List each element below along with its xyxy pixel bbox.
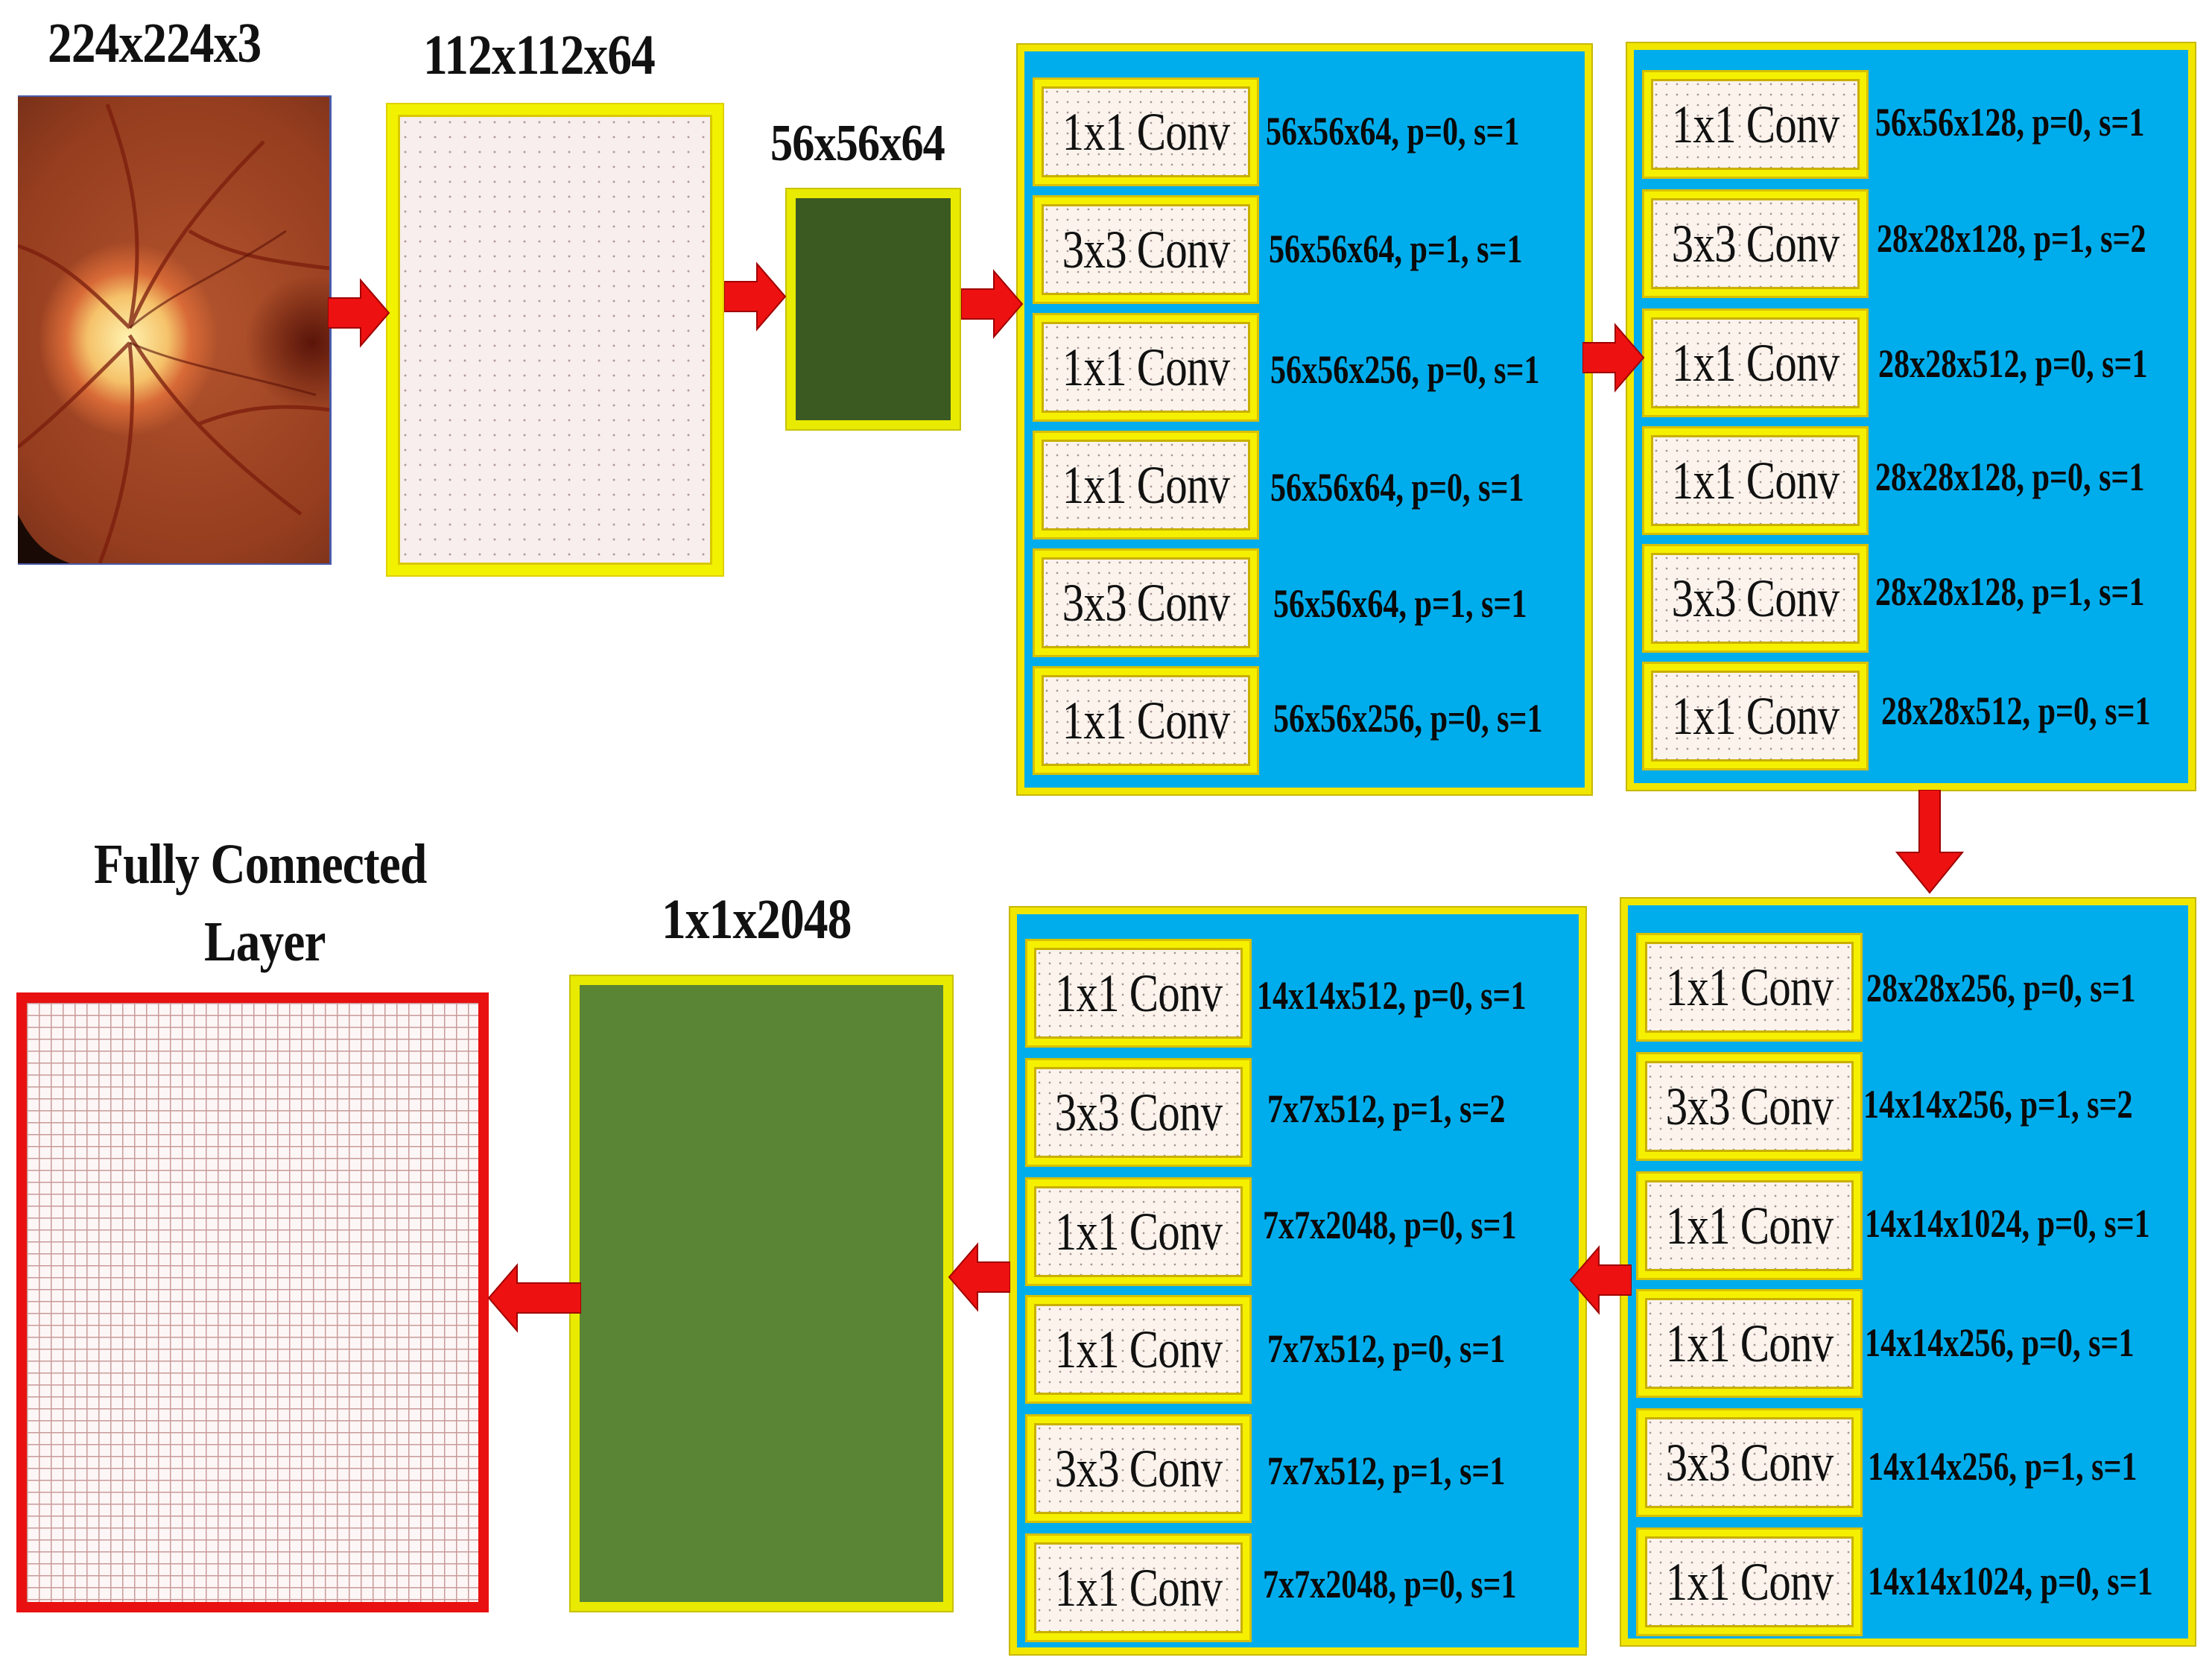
stage3-conv-3: 1x1 Conv (1638, 1174, 1860, 1278)
stage2-params-5: 28x28x128, p=1, s=1 (1875, 569, 2145, 614)
stage2-conv-4: 1x1 Conv (1644, 428, 1866, 533)
stage2-conv-5: 3x3 Conv (1644, 546, 1866, 650)
stage3-conv-4: 1x1 Conv (1638, 1291, 1860, 1396)
stage2-params-1: 56x56x128, p=0, s=1 (1875, 100, 2145, 145)
arrow-right-icon (961, 269, 1024, 339)
stage3-conv-6: 1x1 Conv (1638, 1530, 1860, 1634)
arrow-down-icon (1895, 790, 1965, 894)
stage2-panel: 1x1 Conv 56x56x128, p=0, s=1 3x3 Conv 28… (1627, 43, 2195, 790)
stage3-params-1: 28x28x256, p=0, s=1 (1866, 966, 2136, 1010)
stage1-conv-3: 1x1 Conv (1035, 315, 1257, 419)
final-size-label: 1x1x2048 (662, 888, 852, 951)
stage3-conv-1: 1x1 Conv (1638, 935, 1860, 1039)
stage4-conv-5: 3x3 Conv (1027, 1416, 1249, 1521)
input-size-label: 224x224x3 (48, 12, 262, 75)
stage3-panel: 1x1 Conv 28x28x256, p=0, s=1 3x3 Conv 14… (1621, 899, 2195, 1645)
stage3-conv-2: 3x3 Conv (1638, 1054, 1860, 1159)
stage3-params-2: 14x14x256, p=1, s=2 (1863, 1082, 2133, 1127)
stage4-params-6: 7x7x2048, p=0, s=1 (1263, 1562, 1517, 1606)
stage1-params-2: 56x56x64, p=1, s=1 (1269, 227, 1523, 271)
stage1-conv-1: 1x1 Conv (1035, 80, 1257, 184)
stage1-conv-4: 1x1 Conv (1035, 433, 1257, 537)
stage4-conv-3: 1x1 Conv (1027, 1180, 1249, 1284)
stage4-conv-6: 1x1 Conv (1027, 1536, 1249, 1640)
stage1-params-5: 56x56x64, p=1, s=1 (1273, 581, 1527, 626)
arrow-left-icon (948, 1242, 1010, 1312)
stage1-params-3: 56x56x256, p=0, s=1 (1270, 347, 1540, 392)
stage2-conv-3: 1x1 Conv (1644, 311, 1866, 415)
fully-connected-layer (16, 992, 489, 1612)
stage4-conv-2: 3x3 Conv (1027, 1060, 1249, 1165)
arrow-left-icon (1569, 1245, 1632, 1315)
stage4-params-5: 7x7x512, p=1, s=1 (1267, 1448, 1506, 1493)
stage4-params-4: 7x7x512, p=0, s=1 (1267, 1326, 1506, 1371)
stage3-params-3: 14x14x1024, p=0, s=1 (1865, 1201, 2150, 1246)
stage2-params-4: 28x28x128, p=0, s=1 (1875, 455, 2145, 499)
stage2-params-3: 28x28x512, p=0, s=1 (1878, 341, 2148, 386)
fundus-image (18, 95, 332, 565)
stage1-params-1: 56x56x64, p=0, s=1 (1266, 109, 1520, 153)
stage4-params-2: 7x7x512, p=1, s=2 (1267, 1086, 1506, 1131)
stage4-conv-4: 1x1 Conv (1027, 1297, 1249, 1402)
fc-label-line2: Layer (204, 911, 326, 973)
stage3-params-6: 14x14x1024, p=0, s=1 (1868, 1559, 2153, 1603)
arrow-right-icon (724, 262, 787, 332)
stage1-conv-5: 3x3 Conv (1035, 551, 1257, 655)
stage2-conv-1: 1x1 Conv (1644, 72, 1866, 177)
stage1-panel: 1x1 Conv 56x56x64, p=0, s=1 3x3 Conv 56x… (1018, 45, 1591, 794)
arrow-right-icon (1582, 323, 1645, 393)
stage3-params-4: 14x14x256, p=0, s=1 (1865, 1320, 2135, 1365)
stage3-params-5: 14x14x256, p=1, s=1 (1868, 1444, 2137, 1489)
stage2-params-6: 28x28x512, p=0, s=1 (1881, 688, 2151, 733)
stage4-conv-1: 1x1 Conv (1027, 941, 1249, 1045)
stage4-panel: 1x1 Conv 14x14x512, p=0, s=1 3x3 Conv 7x… (1010, 908, 1585, 1654)
stage1-params-4: 56x56x64, p=0, s=1 (1270, 465, 1524, 510)
pool-output-block (787, 189, 960, 429)
stage2-conv-2: 3x3 Conv (1644, 191, 1866, 296)
conv1-size-label: 112x112x64 (423, 24, 656, 86)
fc-label-line1: Fully Connected (94, 833, 427, 896)
stage1-conv-2: 3x3 Conv (1035, 197, 1257, 302)
conv1-output-block (387, 104, 723, 575)
stage2-params-2: 28x28x128, p=1, s=2 (1877, 216, 2146, 261)
stage1-params-6: 56x56x256, p=0, s=1 (1273, 696, 1543, 741)
stage4-params-1: 14x14x512, p=0, s=1 (1257, 973, 1527, 1018)
stage2-conv-6: 1x1 Conv (1644, 664, 1866, 768)
arrow-right-icon (328, 278, 390, 348)
arrow-left-icon (487, 1263, 581, 1333)
final-feature-block (571, 976, 952, 1611)
stage4-params-3: 7x7x2048, p=0, s=1 (1263, 1203, 1517, 1247)
stage1-conv-6: 1x1 Conv (1035, 668, 1257, 773)
pool-size-label: 56x56x64 (770, 115, 945, 172)
stage3-conv-5: 3x3 Conv (1638, 1410, 1860, 1515)
